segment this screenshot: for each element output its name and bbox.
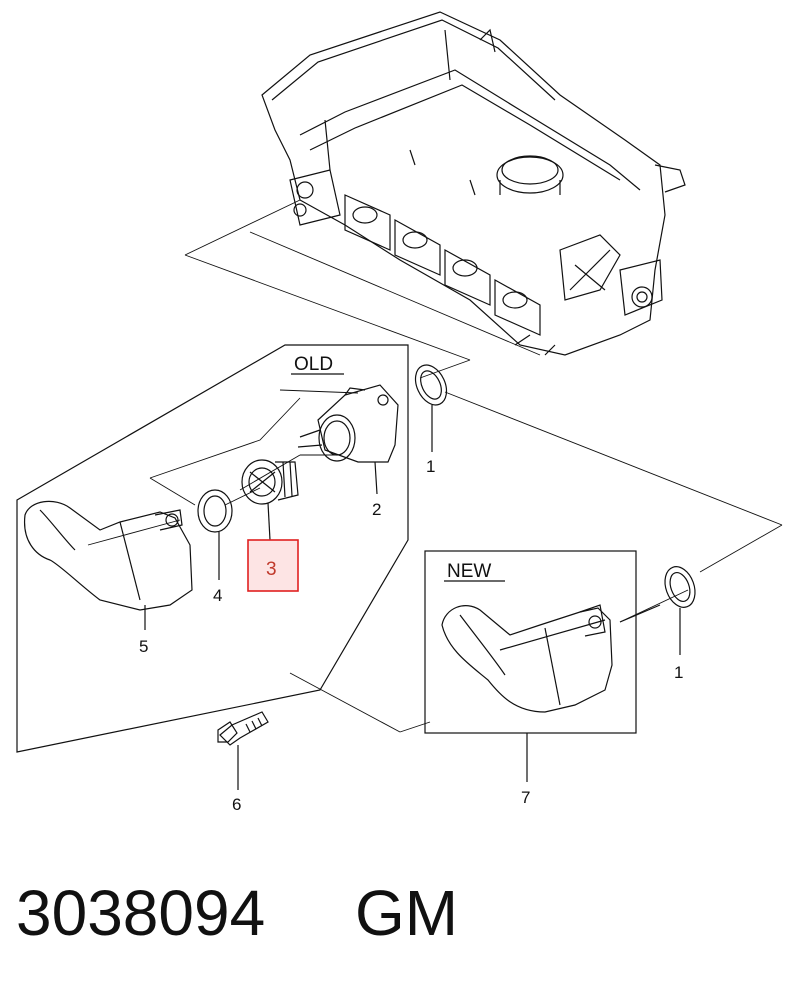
gasket-1-lower [664, 566, 696, 655]
o-ring-4 [197, 489, 233, 580]
part-label-6: 6 [232, 795, 241, 814]
engine-head-drawing [261, 11, 686, 356]
part-label-1-lower: 1 [674, 663, 683, 682]
thermostat-3 [241, 459, 299, 541]
gasket-1-upper [414, 364, 448, 452]
housing-assembly-7 [441, 604, 661, 782]
part-label-2: 2 [372, 500, 381, 519]
new-box-outline [424, 550, 637, 734]
outlet-pipe-5 [23, 500, 193, 630]
part-label-5: 5 [139, 637, 148, 656]
guide-lines [87, 199, 783, 733]
thermostat-housing-2 [297, 384, 399, 495]
brand-name: GM [355, 877, 458, 949]
new-box-title: NEW [447, 561, 491, 582]
part-label-4: 4 [213, 586, 222, 605]
highlight-box-part-3 [247, 539, 299, 592]
part-label-7: 7 [521, 788, 530, 807]
bolt-6 [217, 711, 269, 790]
old-box-title: OLD [294, 354, 333, 375]
part-label-1-upper: 1 [426, 457, 435, 476]
part-label-3: 3 [266, 559, 277, 580]
part-number: 3038094 [16, 877, 265, 949]
old-box-outline [16, 344, 409, 753]
